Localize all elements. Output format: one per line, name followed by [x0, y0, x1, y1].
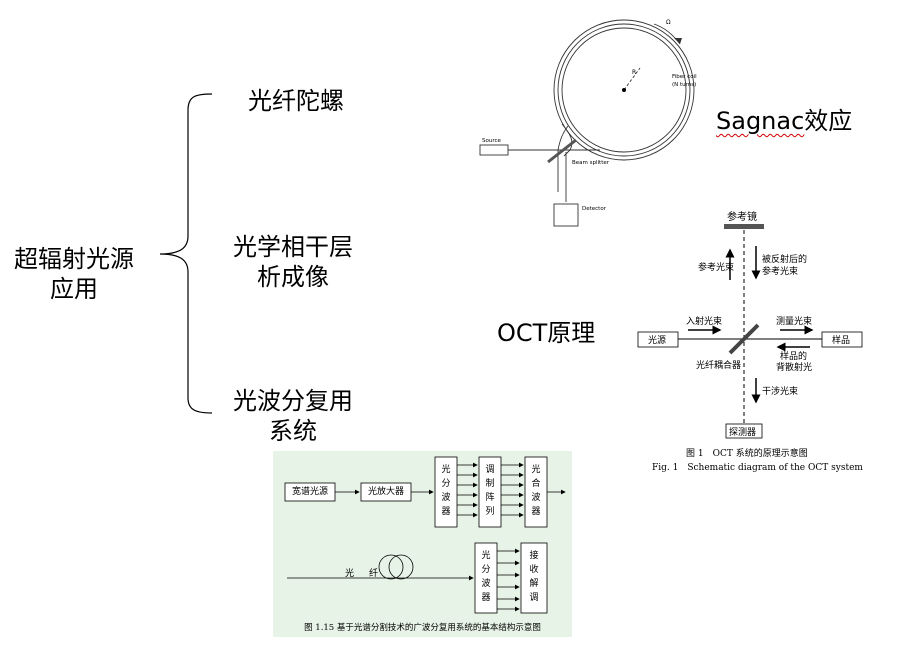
sagnac-label-latin: Sagnac — [716, 107, 805, 135]
source-label: Source — [482, 138, 502, 144]
modulator-char: 列 — [485, 507, 495, 517]
sample-label: 样品 — [832, 334, 850, 346]
fiber-coil-outer — [553, 19, 695, 161]
interference-label: 干涉光束 — [762, 385, 798, 397]
rotation-arrowhead — [674, 38, 682, 44]
demux1-char: 分 — [441, 479, 451, 489]
source-box — [479, 144, 509, 156]
beam-splitter-label: Beam splitter — [572, 160, 610, 166]
branch-wdm-line1: 光波分复用 — [233, 387, 353, 415]
wdm-caption: 图 1.15 基于光谱分割技术的广波分复用系统的基本结构示意图 — [304, 623, 541, 633]
branch-oct: 光学相干层 析成像 — [228, 232, 358, 292]
oct-diagram: 参考镜 参考光束 被反射后的 参考光束 光源 样品 入射光束 测量光束 样品的 … — [637, 210, 863, 439]
modulator-box — [478, 456, 502, 528]
beam-splitter-plate — [547, 138, 577, 164]
modulator-char: 调 — [485, 465, 495, 475]
curly-brace — [159, 93, 213, 414]
ref-beam-label: 参考光束 — [698, 261, 734, 273]
modulator-char: 阵 — [485, 493, 495, 503]
fiber-loop-2 — [388, 554, 414, 580]
demux2-char: 波 — [481, 579, 491, 589]
receiver-box — [520, 542, 548, 614]
sagnac-label: Sagnac效应 — [716, 106, 852, 136]
demux2-char: 器 — [481, 593, 491, 603]
receiver-char: 解 — [529, 579, 539, 589]
root-topic-line2: 应用 — [50, 275, 98, 303]
branch-wdm: 光波分复用 系统 — [228, 386, 358, 446]
demux1-char: 光 — [441, 465, 451, 475]
modulator-label: 调 制 阵 列 — [479, 463, 501, 519]
reference-mirror — [724, 224, 764, 229]
fiber-lead-left — [557, 125, 569, 192]
wdm-diagram — [284, 456, 566, 614]
mux-char: 器 — [531, 507, 541, 517]
receiver-char: 收 — [529, 565, 539, 575]
radius-label: R — [632, 69, 636, 76]
oct-label: OCT原理 — [497, 319, 596, 347]
demux2-char: 分 — [481, 565, 491, 575]
detector-label: Detector — [582, 206, 607, 212]
sagnac-label-cjk: 效应 — [804, 107, 853, 135]
oct-source-label: 光源 — [648, 334, 666, 346]
demux1-char: 波 — [441, 493, 451, 503]
incident-label: 入射光束 — [686, 315, 722, 327]
oct-caption-cn: 图 1 OCT 系统的原理示意图 — [686, 449, 808, 459]
reflected-label-2: 参考光束 — [762, 265, 798, 277]
oct-detector-label: 探测器 — [729, 426, 756, 438]
backscatter-label-2: 背散射光 — [776, 361, 812, 373]
detector-box — [553, 203, 579, 227]
demux1-label: 光 分 波 器 — [435, 463, 457, 519]
backscatter-label-1: 样品的 — [780, 350, 807, 362]
oct-caption-en: Fig. 1 Schematic diagram of the OCT syst… — [652, 463, 863, 473]
fiber-coil-label: Fiber coil — [672, 74, 697, 80]
reflected-label-1: 被反射后的 — [762, 253, 807, 265]
demux2-label: 光 分 波 器 — [475, 549, 497, 605]
sagnac-diagram: Ω R Fiber coil (N turns) Source Beam spl… — [479, 19, 697, 227]
demux1-char: 器 — [441, 507, 451, 517]
mux-label: 光 合 波 器 — [525, 463, 547, 519]
receiver-char: 接 — [529, 551, 539, 561]
oct-detector-box — [725, 423, 763, 439]
broadband-source-label: 宽谱光源 — [291, 487, 328, 497]
demux2-char: 光 — [481, 551, 491, 561]
coupler-label: 光纤耦合器 — [696, 359, 741, 371]
branch-oct-line1: 光学相干层 — [233, 233, 353, 261]
fiber-coil-turns: (N turns) — [672, 82, 696, 88]
branch-gyro: 光纤陀螺 — [248, 87, 344, 115]
root-topic-line1: 超辐射光源 — [14, 245, 134, 273]
mux-char: 光 — [531, 465, 541, 475]
mirror-label: 参考镜 — [727, 210, 757, 223]
fiber-coil-inner — [561, 27, 687, 153]
wdm-figure-panel: 宽谱光源 光放大器 光 分 波 器 调 制 阵 列 光 合 波 器 光 纤 光 … — [273, 451, 572, 637]
root-topic: 超辐射光源 应用 — [8, 244, 140, 304]
mux-char: 合 — [531, 479, 541, 489]
demux1-box — [434, 456, 458, 528]
modulator-char: 制 — [485, 479, 495, 489]
fiber-coil-mid — [557, 23, 691, 157]
branch-oct-line2: 析成像 — [257, 263, 329, 291]
fiber-coupler-plate — [728, 323, 760, 355]
fiber-label-b: 纤 — [369, 569, 379, 579]
branch-wdm-line2: 系统 — [269, 417, 317, 445]
fiber-label-a: 光 — [345, 569, 355, 579]
demux2-box — [474, 542, 498, 614]
measure-label: 测量光束 — [776, 315, 812, 327]
amplifier-label: 光放大器 — [367, 487, 404, 497]
omega-label: Ω — [666, 19, 671, 26]
sample-box — [821, 331, 863, 348]
receiver-label: 接 收 解 调 — [521, 549, 547, 605]
mux-char: 波 — [531, 493, 541, 503]
fiber-loop-1 — [378, 554, 404, 580]
receiver-char: 调 — [529, 593, 539, 603]
coil-center-dot — [622, 88, 626, 92]
